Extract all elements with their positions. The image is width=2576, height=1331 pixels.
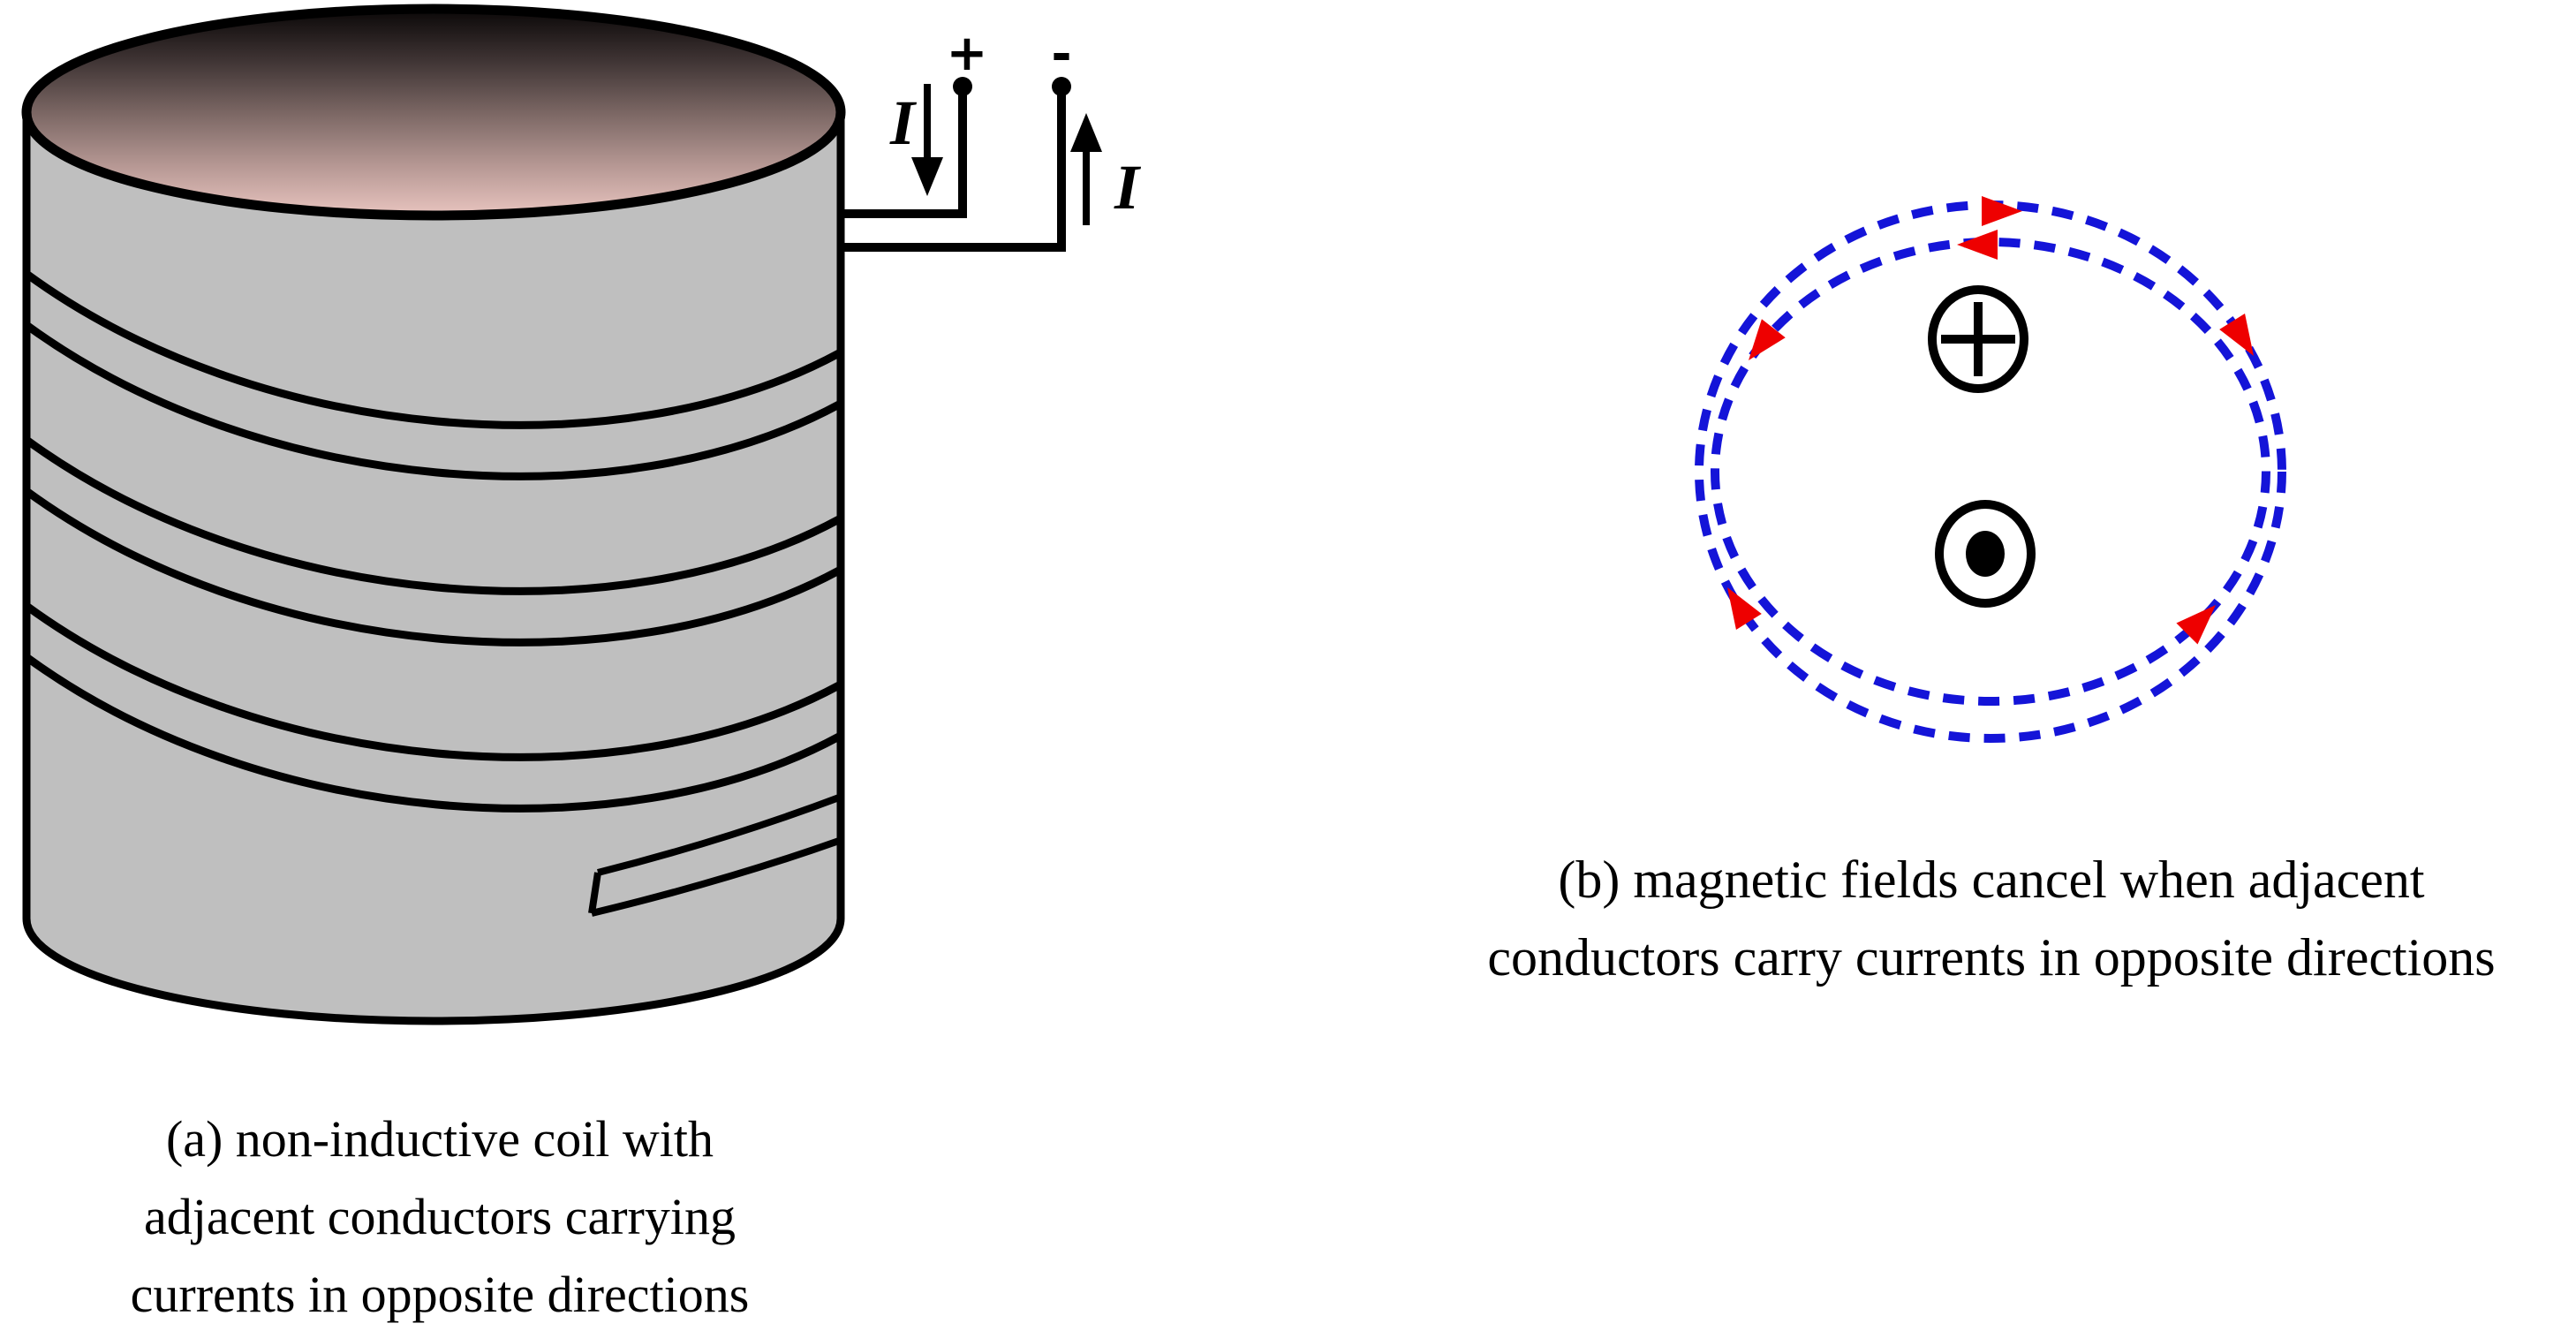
field-arrow-inner-top-left-icon (1957, 230, 1998, 260)
winding-groove-3-upper (24, 602, 842, 761)
caption-a: (a) non-inductive coil with adjacent con… (34, 1100, 846, 1331)
field-arrow-outer-left-up-icon (1727, 587, 1762, 631)
current-up-arrow-head (1070, 113, 1102, 152)
out-of-page-dot-icon (1966, 531, 2005, 577)
winding-end-lower-edge (591, 837, 841, 917)
into-page-cross-icon (1941, 302, 2015, 376)
positive-polarity-label: + (947, 25, 988, 82)
winding-groove-2-upper (24, 436, 842, 595)
caption-a-line-1: (a) non-inductive coil with (165, 1110, 714, 1168)
field-loop-outer (1695, 200, 2286, 743)
field-arrow-outer-right-down-icon (2219, 313, 2254, 356)
winding-end-upper-edge (597, 794, 841, 876)
field-arrow-outer-top-right-icon (1982, 196, 2022, 226)
current-label-right: I (1114, 152, 1142, 223)
caption-b-line-2: conductors carry currents in opposite di… (1487, 928, 2496, 987)
winding-groove-1-lower (24, 321, 842, 480)
winding-end-cap (588, 872, 601, 914)
positive-terminal-dot (953, 77, 972, 96)
positive-terminal-wire (837, 87, 967, 218)
field-arrow-inner-right-up-icon (2176, 605, 2216, 645)
winding-end-strip (588, 794, 841, 917)
current-up-arrow (1070, 113, 1102, 225)
winding-groove-1-upper (24, 270, 842, 429)
field-arrow-inner-left-down-icon (1749, 319, 1786, 360)
current-down-arrow (911, 84, 943, 196)
panel-a-coil: + - I I (21, 4, 1142, 1025)
current-down-arrow-head (911, 157, 943, 196)
current-into-page-symbol (1928, 285, 2028, 393)
caption-b: (b) magnetic fields cancel when adjacent… (1462, 841, 2521, 996)
caption-a-line-3: currents in opposite directions (130, 1266, 750, 1323)
current-label-left: I (889, 87, 918, 158)
negative-terminal-wire (837, 87, 1066, 252)
winding-groove-3-lower (24, 654, 842, 813)
coil-cylinder-top-face (21, 4, 846, 221)
winding-groove-2-lower (24, 488, 842, 647)
field-loop-inner (1711, 238, 2270, 706)
negative-terminal-dot (1052, 77, 1071, 96)
caption-b-line-1: (b) magnetic fields cancel when adjacent (1558, 851, 2425, 909)
caption-a-line-2: adjacent conductors carrying (144, 1188, 736, 1245)
panel-b-fields (1695, 196, 2286, 743)
current-out-of-page-symbol (1935, 500, 2036, 608)
negative-polarity-label: - (1051, 26, 1071, 83)
